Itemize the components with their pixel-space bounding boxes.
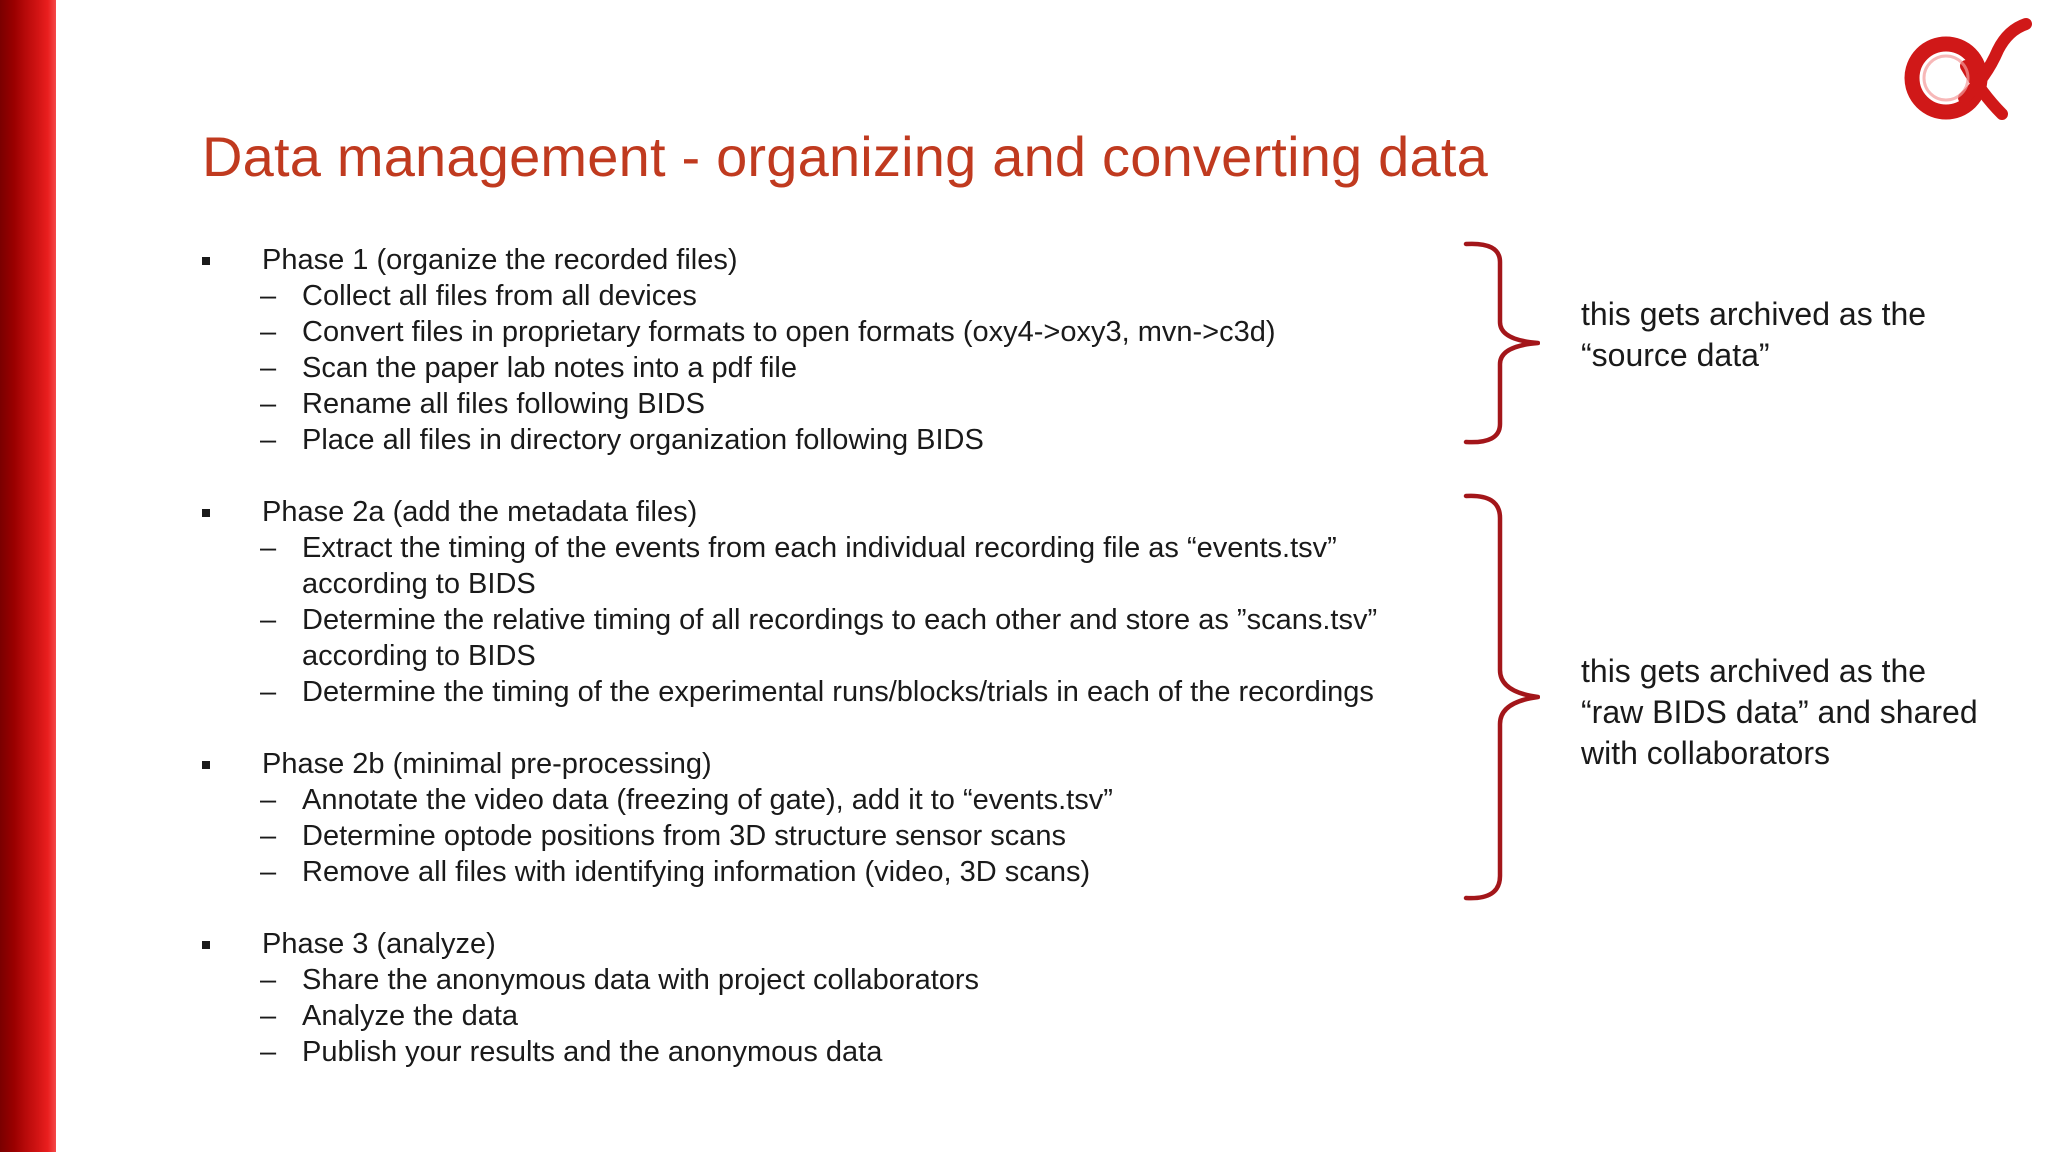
list-item: –Scan the paper lab notes into a pdf fil… (260, 352, 797, 384)
phase-1: Phase 1 (organize the recorded files) –C… (202, 242, 1432, 458)
curly-brace-icon (1463, 493, 1540, 901)
list-item: –Place all files in directory organizati… (260, 424, 984, 456)
dash-marker: – (260, 676, 277, 708)
phase-3: Phase 3 (analyze) –Share the anonymous d… (202, 926, 1432, 1070)
list-item: –Determine the timing of the experimenta… (260, 676, 1374, 708)
dash-marker: – (260, 964, 277, 996)
square-bullet-icon (202, 509, 210, 517)
dash-marker: – (260, 856, 277, 888)
list-item: –Rename all files following BIDS (260, 388, 705, 420)
phase-items: –Extract the timing of the events from e… (202, 530, 1432, 710)
phase-2a: Phase 2a (add the metadata files) –Extra… (202, 494, 1432, 710)
square-bullet-icon (202, 761, 210, 769)
dash-marker: – (260, 1000, 277, 1032)
dash-marker: – (260, 316, 277, 348)
phase-heading-text: Phase 3 (analyze) (262, 928, 496, 960)
phase-heading-text: Phase 2a (add the metadata files) (262, 496, 698, 528)
list-item: –Determine the relative timing of all re… (260, 604, 1378, 672)
square-bullet-icon (202, 941, 210, 949)
phase-items: –Share the anonymous data with project c… (202, 962, 1432, 1070)
phase-items: –Annotate the video data (freezing of ga… (202, 782, 1432, 890)
curly-brace-icon (1463, 241, 1540, 445)
list-item: –Publish your results and the anonymous … (260, 1036, 883, 1068)
left-accent-bar (0, 0, 56, 1152)
alpha-logo-icon (1904, 18, 2032, 120)
source-data-annotation: this gets archived as the “source data” (1581, 296, 1927, 373)
phase-heading-text: Phase 1 (organize the recorded files) (262, 244, 738, 276)
list-item: –Annotate the video data (freezing of ga… (260, 784, 1113, 816)
phase-2b: Phase 2b (minimal pre-processing) –Annot… (202, 746, 1432, 890)
dash-marker: – (260, 388, 277, 420)
raw-bids-annotation: this gets archived as the “raw BIDS data… (1581, 653, 1978, 771)
dash-marker: – (260, 820, 277, 852)
slide-title: Data management - organizing and convert… (202, 125, 1488, 188)
list-item: –Collect all files from all devices (260, 280, 697, 312)
phase-heading: Phase 2a (add the metadata files) (202, 494, 1432, 530)
square-bullet-icon (202, 257, 210, 265)
dash-marker: – (260, 604, 277, 636)
phase-heading-text: Phase 2b (minimal pre-processing) (262, 748, 712, 780)
list-item: –Share the anonymous data with project c… (260, 964, 980, 996)
dash-marker: – (260, 352, 277, 384)
list-item: –Extract the timing of the events from e… (260, 532, 1337, 600)
dash-marker: – (260, 532, 277, 564)
list-item: –Analyze the data (260, 1000, 519, 1032)
dash-marker: – (260, 280, 277, 312)
list-item: –Determine optode positions from 3D stru… (260, 820, 1067, 852)
phase-items: –Collect all files from all devices –Con… (202, 278, 1432, 458)
phase-heading: Phase 1 (organize the recorded files) (202, 242, 1432, 278)
dash-marker: – (260, 784, 277, 816)
phase-heading: Phase 2b (minimal pre-processing) (202, 746, 1432, 782)
list-item: –Remove all files with identifying infor… (260, 856, 1091, 888)
phase-list: Phase 1 (organize the recorded files) –C… (202, 242, 1432, 1106)
phase-heading: Phase 3 (analyze) (202, 926, 1432, 962)
dash-marker: – (260, 1036, 277, 1068)
list-item: –Convert files in proprietary formats to… (260, 316, 1276, 348)
dash-marker: – (260, 424, 277, 456)
